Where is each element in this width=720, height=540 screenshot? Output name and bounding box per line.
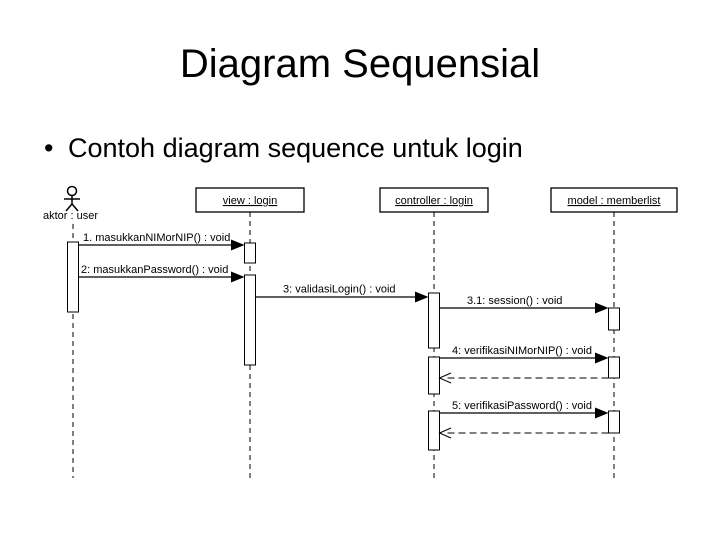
return-arrowhead-icon	[438, 427, 452, 439]
actor-leg-left	[65, 203, 73, 212]
bullet-marker: •	[44, 133, 54, 163]
message-label: 3: validasiLogin() : void	[283, 284, 396, 296]
activation-view-2	[244, 274, 256, 366]
activation-actor	[67, 241, 79, 313]
activation-view-1	[244, 242, 256, 264]
message-label: 3.1: session() : void	[467, 295, 562, 307]
message-3-1: 3.1: session() : void	[439, 295, 609, 314]
page-title: Diagram Sequensial	[179, 42, 541, 86]
message-5: 5: verifikasiPassword() : void	[438, 400, 609, 439]
arrowhead-icon	[595, 302, 609, 314]
actor-label: aktor : user	[43, 210, 98, 222]
object-label: controller : login	[395, 195, 473, 207]
message-4: 4: verifikasiNIMorNIP() : void	[438, 345, 609, 384]
message-label: 5: verifikasiPassword() : void	[452, 400, 592, 412]
arrowhead-icon	[595, 352, 609, 364]
activation-controller-1	[428, 292, 440, 349]
object-box-frame	[379, 187, 489, 213]
activation-model-3	[608, 410, 620, 434]
bullet-item: • Contoh diagram sequence untuk login	[44, 131, 704, 165]
activation-model-2	[608, 356, 620, 379]
message-label: 4: verifikasiNIMorNIP() : void	[452, 345, 592, 357]
message-1: 1. masukkanNIMorNIP() : void	[78, 232, 245, 251]
object-label: view : login	[223, 195, 277, 207]
message-label: 1. masukkanNIMorNIP() : void	[83, 232, 230, 244]
object-box-frame	[195, 187, 305, 213]
arrowhead-icon	[231, 271, 245, 283]
object-box-model: model : memberlist	[550, 187, 678, 213]
activation-controller-2	[428, 356, 440, 395]
message-2: 2: masukkanPassword() : void	[78, 264, 245, 283]
sequence-diagram: aktor : user view : login controller : l…	[43, 185, 678, 478]
message-label: 2: masukkanPassword() : void	[81, 264, 228, 276]
actor-head-icon	[66, 185, 78, 197]
actor-figure: aktor : user	[43, 185, 98, 222]
object-box-frame	[550, 187, 678, 213]
message-3: 3: validasiLogin() : void	[255, 284, 429, 303]
activation-model-1	[608, 307, 620, 331]
object-box-controller: controller : login	[379, 187, 489, 213]
arrowhead-icon	[415, 291, 429, 303]
object-label: model : memberlist	[568, 195, 661, 207]
bullet-text: Contoh diagram sequence untuk login	[68, 133, 523, 163]
return-arrowhead-icon	[438, 372, 452, 384]
arrowhead-icon	[595, 407, 609, 419]
actor-leg-right	[71, 203, 79, 212]
activation-controller-3	[428, 410, 440, 451]
arrowhead-icon	[231, 239, 245, 251]
object-box-view: view : login	[195, 187, 305, 213]
